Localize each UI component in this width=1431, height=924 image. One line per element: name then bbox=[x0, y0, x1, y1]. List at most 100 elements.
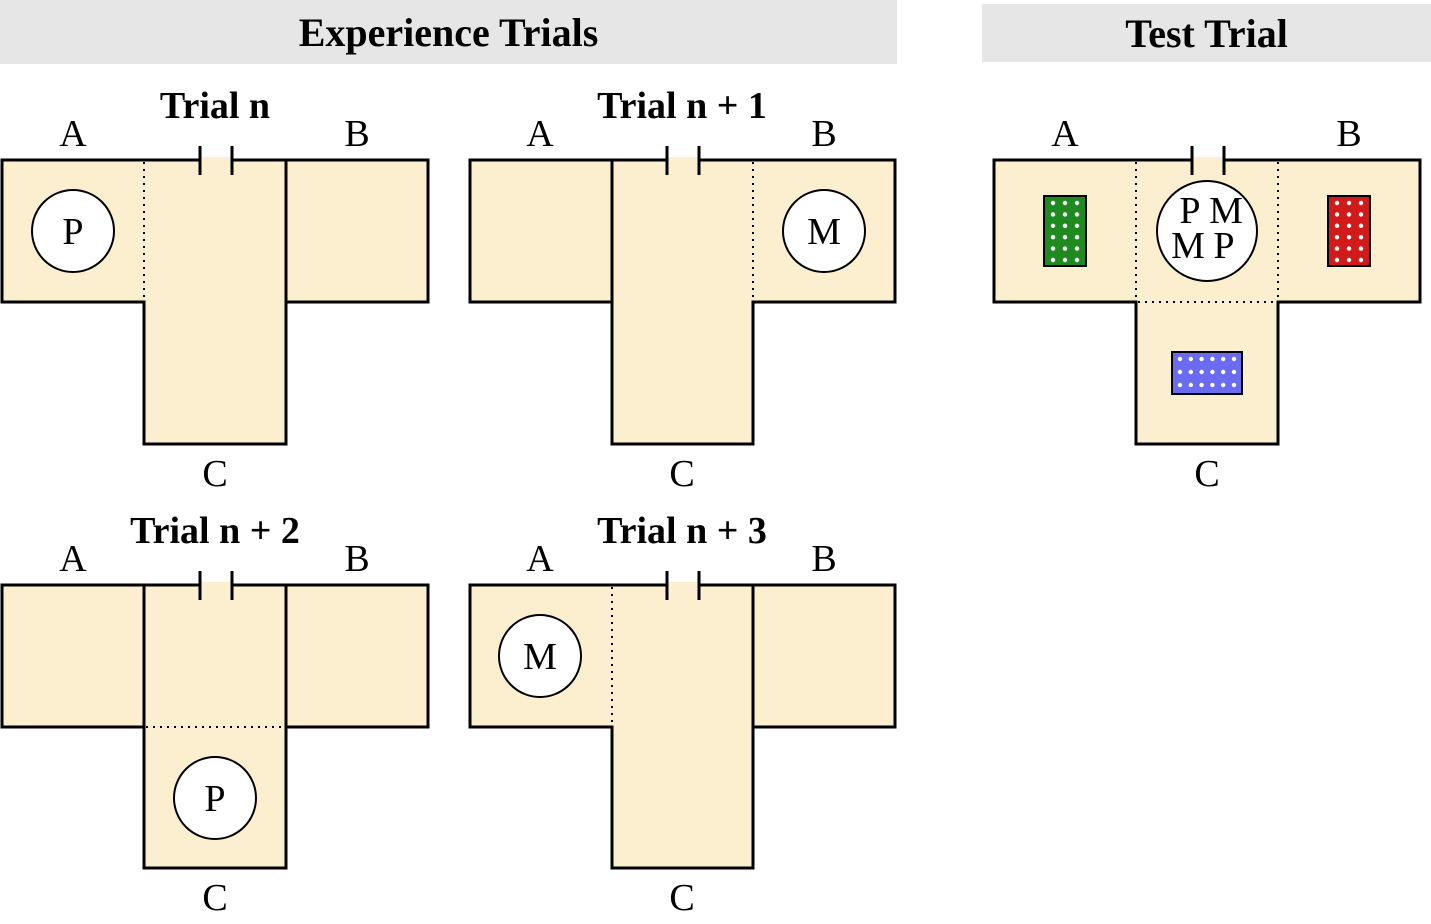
start-door bbox=[198, 146, 234, 175]
object-label-bottom-left: M bbox=[1171, 225, 1205, 267]
trial-title: Trial n + 2 bbox=[130, 510, 300, 552]
start-door bbox=[1190, 146, 1226, 175]
maze-outline bbox=[992, 158, 1422, 446]
object-label: M bbox=[807, 211, 841, 253]
object-label-top-left: P bbox=[1179, 190, 1200, 232]
arm-label-a: A bbox=[59, 113, 87, 155]
cue-dot bbox=[1346, 235, 1352, 240]
cue-dot bbox=[1188, 369, 1194, 375]
cue-dot bbox=[1177, 369, 1183, 375]
start-door bbox=[198, 571, 234, 600]
cue-dot bbox=[1062, 257, 1068, 263]
cue-dot bbox=[1231, 356, 1237, 362]
cue-dot bbox=[1231, 382, 1237, 388]
maze-trial-n-plus-1: Trial n + 1 A B C M bbox=[468, 85, 897, 495]
cue-dot bbox=[1074, 246, 1080, 251]
cue-dot bbox=[1358, 246, 1364, 251]
start-door bbox=[665, 146, 701, 175]
cue-dot bbox=[1062, 246, 1068, 251]
cue-dot bbox=[1210, 369, 1215, 375]
red-cue-panel bbox=[1327, 195, 1371, 267]
arm-label-c: C bbox=[202, 877, 227, 919]
blue-cue-panel bbox=[1171, 351, 1243, 395]
cue-dot bbox=[1358, 235, 1364, 240]
arm-label-a: A bbox=[526, 113, 554, 155]
cue-dot bbox=[1199, 369, 1204, 375]
cue-dot bbox=[1050, 212, 1056, 217]
cue-dot bbox=[1346, 257, 1352, 263]
cue-dot bbox=[1062, 223, 1068, 228]
object-circle bbox=[173, 756, 257, 840]
cue-dot bbox=[1358, 223, 1364, 228]
start-door bbox=[665, 571, 701, 600]
cue-dot bbox=[1334, 235, 1340, 240]
maze-trial-n-plus-2: Trial n + 2 A B C P bbox=[0, 510, 430, 919]
cue-dot bbox=[1188, 382, 1194, 388]
cue-dot bbox=[1199, 356, 1204, 362]
object-circle bbox=[782, 189, 866, 273]
cue-dot bbox=[1221, 382, 1226, 388]
cue-dot bbox=[1074, 235, 1080, 240]
object-label-bottom-right: P bbox=[1213, 225, 1234, 267]
cue-dot bbox=[1062, 212, 1068, 217]
cue-dot bbox=[1074, 257, 1080, 263]
arm-label-b: B bbox=[811, 113, 836, 155]
cue-dot bbox=[1062, 235, 1068, 240]
maze-trial-n-plus-3: Trial n + 3 A B C M bbox=[468, 510, 897, 919]
object-circle bbox=[498, 614, 582, 698]
arm-label-a: A bbox=[526, 538, 554, 580]
cue-dot bbox=[1346, 200, 1352, 206]
cue-dot bbox=[1358, 200, 1364, 206]
cue-dot bbox=[1334, 257, 1340, 263]
cue-dot bbox=[1221, 356, 1226, 362]
cue-dot bbox=[1050, 235, 1056, 240]
arm-label-c: C bbox=[669, 453, 694, 495]
arm-label-b: B bbox=[1336, 113, 1361, 155]
arm-label-b: B bbox=[344, 113, 369, 155]
cue-dot bbox=[1062, 200, 1068, 206]
arm-label-b: B bbox=[344, 538, 369, 580]
experience-trials-header: Experience Trials bbox=[0, 0, 897, 64]
cue-dot bbox=[1074, 200, 1080, 206]
cue-dot bbox=[1074, 212, 1080, 217]
object-circle bbox=[31, 189, 115, 273]
object-label: M bbox=[523, 636, 557, 678]
cue-dot bbox=[1231, 369, 1237, 375]
cue-dot bbox=[1346, 223, 1352, 228]
maze-test-trial: A B C P M M P bbox=[992, 113, 1422, 495]
arm-label-b: B bbox=[811, 538, 836, 580]
test-trial-header: Test Trial bbox=[982, 4, 1431, 62]
cue-dot bbox=[1050, 246, 1056, 251]
arm-label-c: C bbox=[669, 877, 694, 919]
maze-trial-n: Trial n A B C P bbox=[0, 85, 430, 495]
cue-dot bbox=[1221, 369, 1226, 375]
cue-dot bbox=[1177, 382, 1183, 388]
trial-title: Trial n bbox=[160, 85, 270, 127]
arm-label-a: A bbox=[1051, 113, 1079, 155]
cue-dot bbox=[1334, 246, 1340, 251]
cue-dot bbox=[1050, 200, 1056, 206]
green-cue-panel bbox=[1043, 195, 1087, 267]
cue-dot bbox=[1358, 212, 1364, 217]
cue-dot bbox=[1358, 257, 1364, 263]
cue-dot bbox=[1050, 257, 1056, 263]
arm-label-c: C bbox=[1194, 453, 1219, 495]
cue-dot bbox=[1188, 356, 1194, 362]
cue-dot bbox=[1050, 223, 1056, 228]
cue-dot bbox=[1334, 200, 1340, 206]
cue-dot bbox=[1199, 382, 1204, 388]
cue-dot bbox=[1074, 223, 1080, 228]
arm-label-c: C bbox=[202, 453, 227, 495]
object-circle bbox=[1156, 180, 1258, 282]
arm-label-a: A bbox=[59, 538, 87, 580]
cue-dot bbox=[1334, 212, 1340, 217]
cue-dot bbox=[1346, 246, 1352, 251]
trial-title: Trial n + 3 bbox=[597, 510, 767, 552]
object-label: P bbox=[62, 211, 83, 253]
object-label-top-right: M bbox=[1209, 190, 1243, 232]
cue-dot bbox=[1210, 382, 1215, 388]
cue-dot bbox=[1346, 212, 1352, 217]
trial-title: Trial n + 1 bbox=[597, 85, 767, 127]
object-label: P bbox=[204, 778, 225, 820]
